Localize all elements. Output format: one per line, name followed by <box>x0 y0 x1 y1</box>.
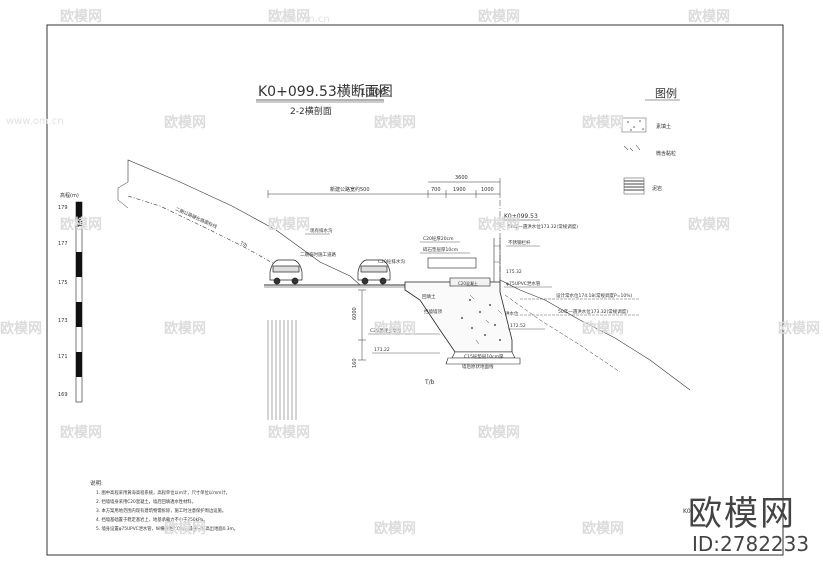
watermark-text: 欧模网 <box>582 115 624 131</box>
watermark-text: 欧模网 <box>164 521 206 537</box>
ruler-tick: 179 <box>58 205 68 211</box>
annotation: 不锈钢栏杆 <box>508 239 531 246</box>
ruler-tick: 177 <box>58 241 68 247</box>
dim-total: 3600 <box>455 175 468 181</box>
annotation: C20砼厚20cm <box>423 235 453 242</box>
watermark-text: 欧模网 <box>582 521 624 537</box>
note-line: 3. 本方案用地范围内现有建筑物需拆除，施工时注意保护周边设施。 <box>96 507 226 514</box>
drawing-title: K0+099.53横断面图 <box>258 84 393 100</box>
annotation: 回填土 <box>422 293 436 300</box>
watermark-text: 欧模网 <box>688 217 730 233</box>
dim-height: 6000 <box>352 307 358 320</box>
annotation-road-line: 二期公路硬化路面标线 <box>174 205 218 230</box>
annotation: 50年一遇洪水位173.32(常规调度) <box>558 308 628 315</box>
ruler-tick: 173 <box>58 318 68 324</box>
annotation: 172.52 <box>510 323 526 329</box>
watermark-text: 欧模网 <box>60 425 102 441</box>
brand-id: ID:2782233 <box>692 532 810 556</box>
annotation-drain: 现有排水沟 <box>310 227 333 234</box>
watermark-text: 欧模网 <box>374 115 416 131</box>
watermark-text: 欧模网 <box>60 217 102 233</box>
annotation: φ75UPVC泄水管 <box>506 280 541 287</box>
watermark-text: 欧模网 <box>688 9 730 25</box>
annotation: C20砼排水沟 <box>378 258 405 265</box>
note-line: 4. 挡墙基础置于稳定基岩上，地基承载力不小于250kPa。 <box>96 516 207 523</box>
annotation: 设计常水位174.18(常规调度P=10%) <box>556 292 632 299</box>
legend-label-rock: 泥岩 <box>652 185 662 192</box>
rock-hatch <box>267 320 297 420</box>
retaining-wall <box>404 238 521 365</box>
watermark-url: www.om.cn <box>272 14 330 25</box>
annotation: 碎石垫层厚10cm <box>423 246 458 253</box>
ruler-tick: 175 <box>58 280 68 286</box>
drawing-scale: 1:100 <box>360 88 386 98</box>
watermark-text: 欧模网 <box>582 321 624 337</box>
legend-swatch-fill <box>621 117 647 133</box>
watermark-text: 欧模网 <box>374 321 416 337</box>
note-line: 2. 挡墙墙身采用C20混凝土，墙后回填透水性材料。 <box>96 498 196 505</box>
drawing-subtitle: 2-2横剖面 <box>290 105 332 117</box>
dim-d1: 700 <box>431 187 441 193</box>
dim-d2: 1900 <box>453 187 466 193</box>
watermark-text: 欧模网 <box>778 321 820 337</box>
brand-name: 欧模网 <box>688 494 796 534</box>
annotation: 挡墙墙顶 <box>424 308 442 315</box>
legend-label-fill: 素填土 <box>656 123 671 130</box>
watermark-url: www.om.cn <box>6 116 64 127</box>
station-label: K0+099.53 <box>504 213 538 220</box>
legend-title: 图例 <box>655 86 677 100</box>
note-line: 5. 墙身设置φ75UPVC泄水管，纵横间距2.0m，最低一排高出地面0.3m。 <box>96 525 238 532</box>
watermark-text: 欧模网 <box>478 425 520 441</box>
watermark-text: 欧模网 <box>268 217 310 233</box>
watermark-text: 欧模网 <box>164 321 206 337</box>
elevation-ruler: 高程(m) 179 177 175 173 171 169 <box>58 192 83 403</box>
annotation: C20混凝土墙身 <box>370 327 402 334</box>
annotation: C15砼垫层10cm厚 <box>464 353 504 360</box>
car-icon <box>269 259 303 285</box>
legend-swatch-gravel <box>623 144 641 152</box>
legend-label-gravel: 微含黏粒 <box>656 150 676 157</box>
annotation-tb: T/b <box>424 379 435 386</box>
dim-small: 160 <box>352 358 358 368</box>
watermark-text: 欧模网 <box>478 217 520 233</box>
annotation: 175.32 <box>506 269 522 275</box>
sheet-border <box>46 24 784 556</box>
dimensions <box>267 178 501 361</box>
partial-code: K0 <box>683 508 691 515</box>
terrain-lines <box>117 159 691 391</box>
brand-watermark: 欧模网 ID:2782233 <box>688 496 809 556</box>
ruler-label: 高程(m) <box>60 192 79 199</box>
car-icon <box>357 259 391 285</box>
annotation: C20混凝土 <box>458 280 478 286</box>
dim-road-width: 新建公路宽约500 <box>330 186 370 193</box>
watermark-text: 欧模网 <box>374 521 416 537</box>
annotation-temp-road: 二期临时施工道路 <box>300 251 336 258</box>
dim-d3: 1000 <box>481 187 494 193</box>
watermark-text: 欧模网 <box>60 9 102 25</box>
ruler-tick: 169 <box>58 392 68 398</box>
annotation: 墙后原状地面线 <box>462 363 494 370</box>
note-line: 1. 图中高程采用黄海高程系统，高程单位以m计，尺寸单位以mm计。 <box>96 489 230 496</box>
watermark-text: 欧模网 <box>478 9 520 25</box>
watermark-text: 欧模网 <box>0 321 42 337</box>
legend-swatch-rock <box>623 177 645 195</box>
annotation: 171.22 <box>374 347 390 353</box>
ruler-tick: 171 <box>58 354 68 360</box>
legend: 图例 素填土 微含黏粒 泥岩 <box>621 86 680 195</box>
watermark-text: 欧模网 <box>268 425 310 441</box>
watermark-text: 欧模网 <box>268 9 310 25</box>
annotation: T/b <box>238 240 248 249</box>
watermark-text: 欧模网 <box>164 115 206 131</box>
notes: 说明: 1. 图中高程采用黄海高程系统，高程单位以m计，尺寸单位以mm计。 2.… <box>90 479 238 532</box>
annotation: 洪水位 <box>505 310 519 317</box>
notes-title: 说明: <box>90 479 103 487</box>
annotation: 50年一遇洪水位173.32(常规调度) <box>508 223 578 230</box>
